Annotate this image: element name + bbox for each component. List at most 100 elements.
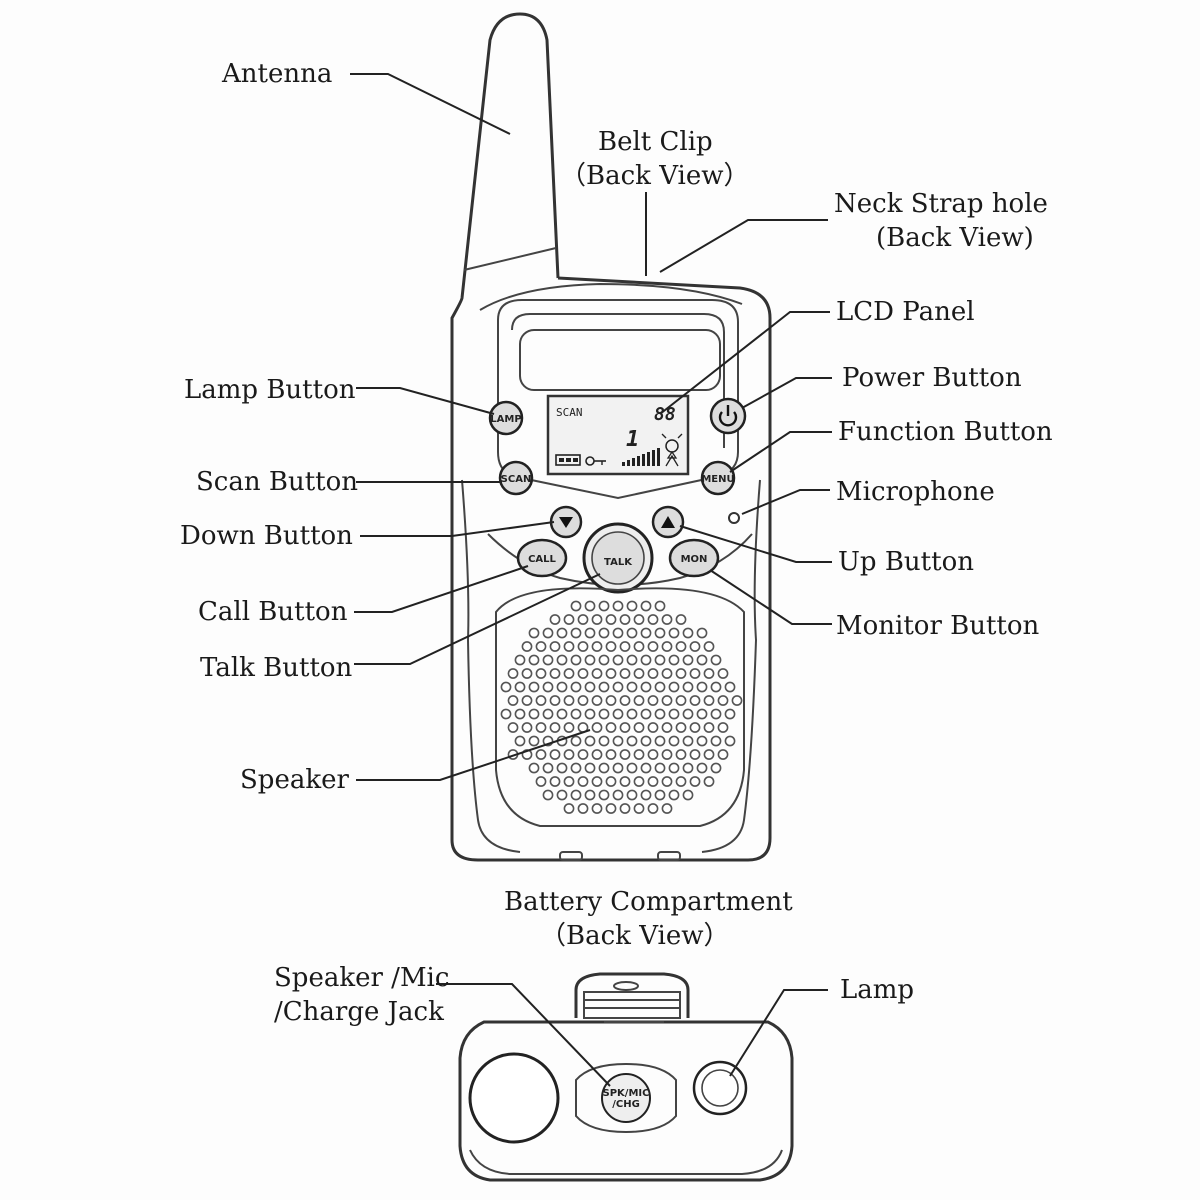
speaker-hole [584,735,596,747]
call-button-label: CALL [528,554,556,565]
speaker-hole [703,695,715,706]
speaker-hole [612,681,624,693]
label-lamp: Lamp [840,975,914,1005]
speaker-hole [563,641,575,652]
speaker-grille [495,587,745,827]
down-button[interactable] [549,505,583,539]
lcd-channel: 1 [626,427,639,452]
speaker-hole [542,789,554,801]
label-belt-clip-2: （Back View） [560,161,749,191]
speaker-hole [535,722,547,733]
speaker-hole [598,789,610,801]
scan-button[interactable]: SCAN [498,460,534,496]
call-button[interactable]: CALL [516,538,568,578]
lcd-panel [546,394,690,476]
speaker-hole [563,695,575,706]
speaker-hole [668,789,680,801]
speaker-hole [563,776,575,787]
speaker-hole [675,641,687,652]
speaker-hole [682,708,694,720]
speaker-hole [640,654,652,666]
speaker-hole [682,735,694,747]
speaker-hole [717,722,729,733]
speaker-hole [619,668,631,679]
label-antenna: Antenna [221,59,332,89]
speaker-hole [647,803,659,814]
speaker-hole [598,735,610,747]
speaker-hole [647,722,659,733]
leader-microphone [741,489,830,515]
speaker-hole [556,654,568,666]
speaker-hole [507,722,519,733]
speaker-grille-holes [500,600,743,814]
function-button[interactable]: MENU [700,460,736,496]
speaker-hole [619,803,631,814]
speaker-hole [605,668,617,679]
speaker-hole [521,668,533,679]
monitor-button[interactable]: MON [668,538,720,578]
jack-label-2: /CHG [612,1099,640,1110]
speaker-hole [654,762,666,774]
antenna [460,12,560,299]
speaker-hole [640,600,652,612]
speaker-hole [626,789,638,801]
speaker-hole [717,749,729,760]
speaker-hole [661,722,673,733]
speaker-hole [542,681,554,693]
talk-button[interactable]: TALK [582,522,654,594]
speaker-hole [528,627,540,639]
speaker-hole [612,627,624,639]
speaker-hole [640,735,652,747]
label-up-button: Up Button [838,547,974,577]
speaker-hole [668,735,680,747]
speaker-hole [668,681,680,693]
speaker-hole [647,776,659,787]
speaker-hole [654,600,666,612]
speaker-hole [661,641,673,652]
speaker-hole [647,614,659,625]
speaker-hole [542,762,554,774]
speaker-mic-charge-jack[interactable]: SPK/MIC /CHG [601,1073,651,1123]
speaker-hole [633,668,645,679]
speaker-hole [563,668,575,679]
speaker-hole [549,722,561,733]
speaker-hole [640,762,652,774]
speaker-hole [661,749,673,760]
speaker-hole [619,776,631,787]
label-function-button: Function Button [838,417,1053,447]
up-button[interactable] [651,505,685,539]
speaker-hole [661,668,673,679]
lamp-button[interactable]: LAMP [488,400,524,436]
speaker-hole [570,789,582,801]
speaker-hole [647,695,659,706]
power-button[interactable] [709,397,747,435]
lamp-button-label: LAMP [490,414,521,425]
speaker-hole [528,708,540,720]
speaker-hole [570,600,582,612]
speaker-hole [696,708,708,720]
speaker-hole [577,803,589,814]
speaker-hole [633,722,645,733]
speaker-hole [661,803,673,814]
speaker-hole [703,722,715,733]
speaker-hole [675,614,687,625]
label-microphone: Microphone [836,477,995,507]
speaker-hole [675,722,687,733]
speaker-hole [577,668,589,679]
speaker-hole [584,627,596,639]
speaker-hole [640,789,652,801]
speaker-hole [668,762,680,774]
label-battery-2: （Back View） [540,921,729,951]
speaker-hole [612,654,624,666]
speaker-hole [549,641,561,652]
speaker-hole [619,641,631,652]
label-scan-button: Scan Button [196,467,358,497]
speaker-hole [521,722,533,733]
speaker-hole [703,776,715,787]
speaker-hole [668,627,680,639]
up-arrow-icon [661,516,675,528]
radio-body: SCAN 88 1 LAMP [450,12,772,862]
speaker-hole [633,776,645,787]
